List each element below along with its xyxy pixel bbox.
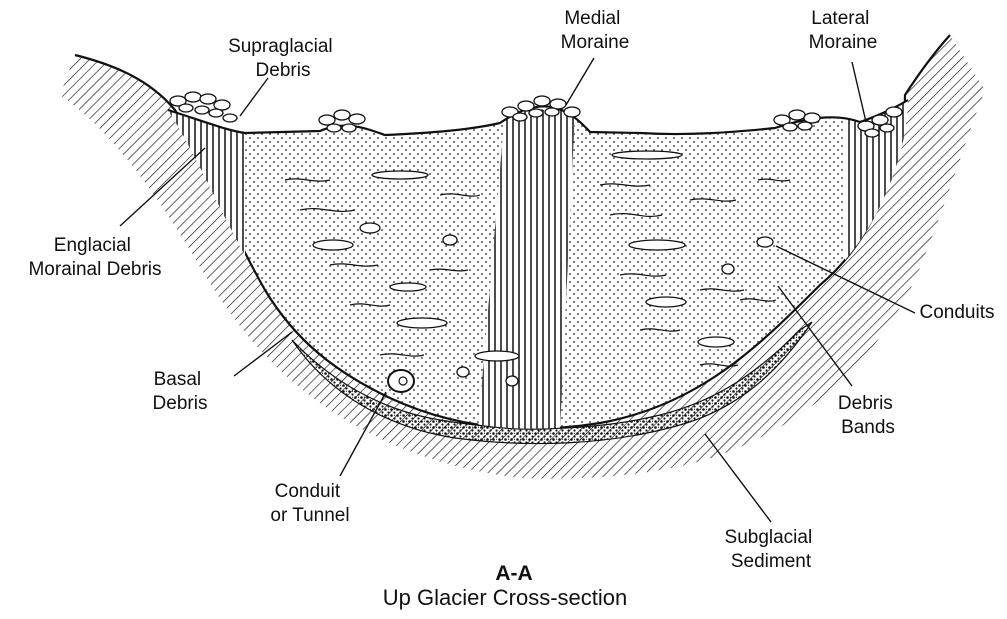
label-lateral-moraine: Lateral Moraine [809, 8, 878, 53]
diagram-title: Up Glacier Cross-section [383, 585, 628, 610]
label-medial-moraine: Medial Moraine [561, 8, 630, 53]
label-debris-bands: Debris Bands [838, 393, 898, 438]
label-supraglacial-debris: Supraglacial Debris [228, 36, 338, 81]
label-englacial-morainal-debris: Englacial Morainal Debris [28, 235, 161, 280]
label-subglacial-sediment: Subglacial Sediment [725, 527, 818, 572]
label-conduits: Conduits [920, 302, 995, 323]
label-basal-debris: Basal Debris [153, 369, 208, 414]
conduit-tunnel [388, 370, 414, 392]
label-conduit-or-tunnel: Conduit or Tunnel [270, 481, 349, 526]
section-label: A-A [495, 562, 532, 585]
